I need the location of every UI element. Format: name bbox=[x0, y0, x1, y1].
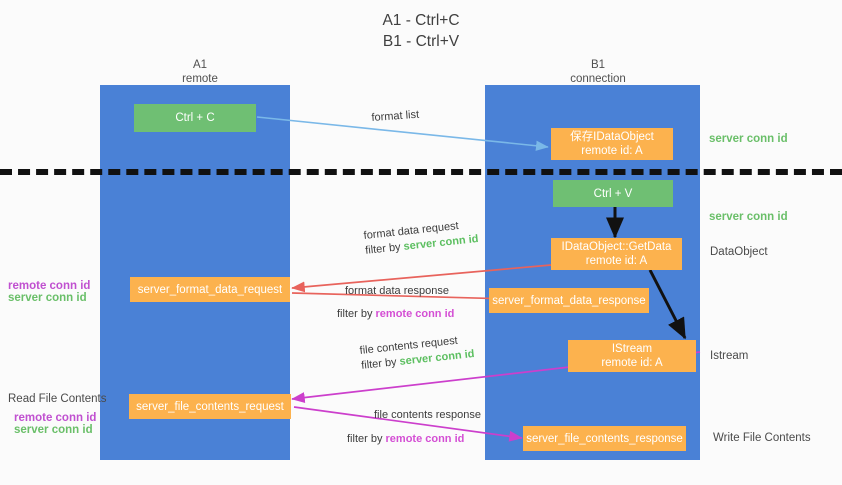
arrow-label-format-data-response-line2: filter by remote conn id bbox=[337, 307, 454, 322]
arrow-format-list bbox=[256, 116, 549, 151]
label-remote-conn-id-upper: remote conn id bbox=[8, 280, 91, 292]
label-server-conn-id-lower: server conn id bbox=[14, 424, 93, 436]
box-server-file-contents-response[interactable]: server_file_contents_response bbox=[523, 426, 686, 451]
filter-key-remote-conn-id: remote conn id bbox=[375, 308, 455, 320]
label-write-file-contents: Write File Contents bbox=[713, 432, 811, 444]
arrow-getdata-to-istream bbox=[648, 269, 687, 340]
box-server-file-contents-request[interactable]: server_file_contents_request bbox=[129, 394, 291, 419]
column-header-a1: A1 remote bbox=[182, 59, 218, 85]
label-read-file-contents: Read File Contents bbox=[8, 393, 107, 405]
box-ctrl-c[interactable]: Ctrl + C bbox=[134, 104, 256, 132]
box-save-idataobject[interactable]: 保存IDataObject remote id: A bbox=[551, 128, 673, 160]
box-istream[interactable]: IStream remote id: A bbox=[568, 340, 696, 372]
label-server-conn-id-top: server conn id bbox=[709, 133, 788, 145]
arrow-label-file-contents-response-line1: file contents response bbox=[374, 409, 482, 421]
label-server-conn-id-upper: server conn id bbox=[8, 292, 87, 304]
box-ctrl-v[interactable]: Ctrl + V bbox=[553, 180, 673, 207]
arrow-label-format-list-text: format list bbox=[371, 108, 420, 124]
filter-prefix: filter by bbox=[360, 355, 401, 372]
arrow-label-format-data-response: format data response filter by remote co… bbox=[337, 284, 454, 322]
page-title: A1 - Ctrl+C B1 - Ctrl+V bbox=[382, 12, 460, 50]
arrow-label-format-data-response-line1: format data response bbox=[345, 285, 449, 297]
box-idataobject-getdata[interactable]: IDataObject::GetData remote id: A bbox=[551, 238, 682, 270]
box-server-format-data-request[interactable]: server_format_data_request bbox=[130, 277, 290, 302]
label-dataobject: DataObject bbox=[710, 246, 768, 258]
label-remote-conn-id-lower: remote conn id bbox=[14, 412, 97, 424]
filter-prefix: filter by bbox=[337, 308, 376, 320]
arrow-format-data-request bbox=[291, 264, 552, 293]
column-header-b1: B1 connection bbox=[570, 59, 626, 85]
filter-key-remote-conn-id: remote conn id bbox=[385, 433, 465, 445]
filter-prefix: filter by bbox=[364, 240, 405, 257]
box-server-format-data-response[interactable]: server_format_data_response bbox=[489, 288, 649, 313]
phase-divider bbox=[0, 169, 842, 175]
arrow-label-file-contents-response: file contents response filter by remote … bbox=[347, 408, 482, 447]
label-istream: Istream bbox=[710, 350, 749, 362]
label-server-conn-id-mid: server conn id bbox=[709, 211, 788, 223]
arrow-label-file-contents-response-line2: filter by remote conn id bbox=[347, 432, 481, 447]
filter-prefix: filter by bbox=[347, 433, 386, 445]
arrow-file-contents-response bbox=[293, 406, 523, 442]
